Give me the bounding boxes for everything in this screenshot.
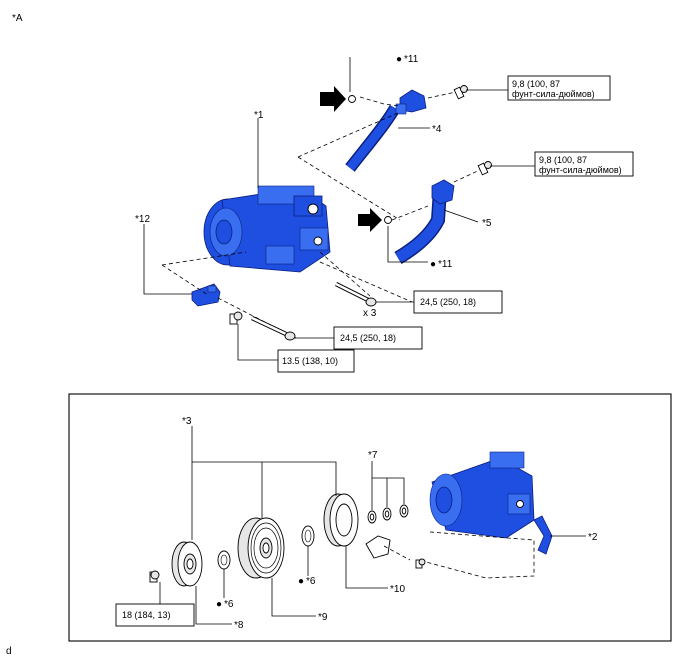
torque-box: [507, 75, 611, 101]
arrow-icon: [320, 86, 346, 112]
alignment-line: [427, 91, 457, 99]
callout-10: *10: [390, 584, 405, 595]
alignment-line: [453, 167, 485, 183]
callout-11-top: *11: [404, 54, 419, 65]
torque-box: [277, 349, 355, 373]
alignment-line: [319, 261, 413, 303]
pulley: [237, 517, 285, 579]
suction-hose: [394, 179, 455, 265]
callout-2: *2: [588, 532, 598, 543]
callout-6-lower-dot: ●: [216, 599, 222, 610]
torque-value-2b: фунт-сила-дюймов): [539, 165, 622, 175]
harness-clamp: [533, 515, 553, 555]
callout-3: *3: [182, 416, 192, 427]
pressure-plate: [171, 541, 203, 587]
wire-bracket: [191, 283, 221, 307]
alignment-line: [161, 251, 247, 266]
callout-8: *8: [234, 620, 244, 631]
torque-box: [115, 603, 195, 627]
bolt: [229, 311, 243, 325]
torque-value-3: 24,5 (250, 18): [420, 297, 476, 307]
torque-value-4: 24,5 (250, 18): [340, 333, 396, 343]
discharge-hose: [345, 89, 427, 172]
alignment-line: [359, 96, 401, 107]
field-coil: [323, 493, 391, 559]
bolt: [149, 570, 160, 583]
callout-6-lower: *6: [224, 599, 234, 610]
long-bolt: [334, 281, 377, 307]
callout-11-bottom-dot: ●: [430, 259, 436, 270]
clutch-detail-frame: [68, 393, 672, 642]
callout-7: *7: [368, 450, 378, 461]
torque-value-6: 18 (184, 13): [122, 610, 171, 620]
torque-value-1b: фунт-сила-дюймов): [512, 89, 595, 99]
callout-5: *5: [482, 218, 492, 229]
screw: [415, 558, 426, 569]
corner-mark: d: [6, 646, 12, 657]
quantity-label: x 3: [363, 308, 377, 319]
compressor-small: [429, 451, 535, 539]
callout-6-upper: *6: [306, 576, 316, 587]
callout-11-dot: ●: [396, 54, 402, 65]
long-bolt: [251, 315, 296, 341]
torque-box: [413, 290, 503, 314]
o-ring: [384, 216, 392, 224]
alignment-line: [297, 111, 401, 158]
torque-box: [333, 326, 423, 350]
o-ring: [348, 95, 356, 103]
compressor-assembly: [203, 185, 331, 273]
callout-4: *4: [432, 124, 442, 135]
alignment-line: [391, 205, 429, 221]
torque-value-5: 13.5 (138, 10): [282, 356, 338, 366]
bolt: [477, 161, 492, 176]
callout-11-bottom: *11: [438, 259, 453, 270]
torque-value-1a: 9,8 (100, 87: [512, 79, 560, 89]
bolt: [453, 85, 468, 100]
alignment-line: [297, 156, 401, 221]
callout-1: *1: [254, 110, 264, 121]
callout-12: *12: [135, 214, 150, 225]
callout-6-upper-dot: ●: [298, 576, 304, 587]
callout-9: *9: [318, 612, 328, 623]
torque-value-2a: 9,8 (100, 87: [539, 155, 587, 165]
alignment-line: [161, 264, 209, 296]
torque-box: [534, 151, 634, 177]
arrow-icon: [358, 208, 382, 232]
view-label: *A: [12, 13, 23, 24]
